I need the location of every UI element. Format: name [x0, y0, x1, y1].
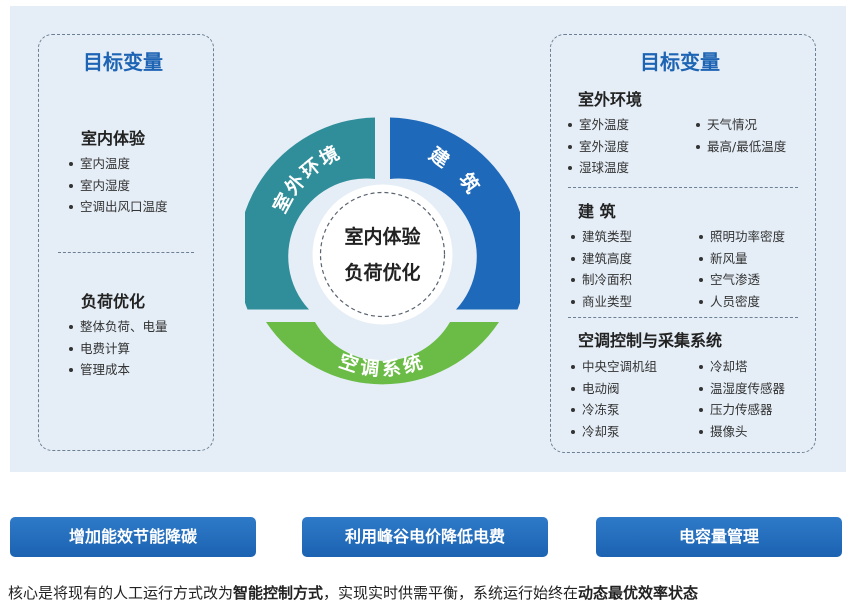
- building-list-col1: 建筑类型 建筑高度 制冷面积 商业类型: [568, 226, 632, 312]
- energy-saving-button: 增加能效节能降碳: [10, 517, 256, 557]
- building-list-col2: 照明功率密度 新风量 空气渗透 人员密度: [696, 226, 785, 312]
- list-item: 电动阀: [568, 378, 657, 400]
- hvac-list-col1: 中央空调机组 电动阀 冷冻泵 冷却泵: [568, 356, 657, 442]
- list-item: 管理成本: [66, 359, 168, 381]
- list-item: 制冷面积: [568, 269, 632, 291]
- peak-valley-pricing-button: 利用峰谷电价降低电费: [302, 517, 548, 557]
- list-item: 冷却塔: [696, 356, 785, 378]
- outdoor-environment-segment: [245, 117, 375, 310]
- list-item: 室内湿度: [66, 175, 168, 197]
- list-item: 空气渗透: [696, 269, 785, 291]
- outdoor-environment-title: 室外环境: [578, 90, 643, 109]
- list-item: 温湿度传感器: [696, 378, 785, 400]
- list-item: 冷却泵: [568, 421, 657, 443]
- building-segment: [390, 117, 520, 310]
- list-item: 空调出风口温度: [66, 196, 168, 218]
- center-load-optimization-text: 负荷优化: [344, 261, 420, 284]
- left-box-title: 目标变量: [83, 50, 163, 74]
- list-item: 摄像头: [696, 421, 785, 443]
- list-item: 整体负荷、电量: [66, 316, 168, 338]
- list-item: 建筑高度: [568, 248, 632, 270]
- list-item: 电费计算: [66, 338, 168, 360]
- list-item: 商业类型: [568, 291, 632, 313]
- hvac-system-segment: [266, 322, 499, 385]
- list-item: 人员密度: [696, 291, 785, 313]
- load-optimization-list: 整体负荷、电量 电费计算 管理成本: [66, 316, 168, 381]
- list-item: 室外湿度: [565, 136, 629, 158]
- list-item: 最高/最低温度: [693, 136, 786, 158]
- footer-text-2: ，实现实时供需平衡，系统运行始终在: [323, 584, 579, 602]
- center-dashed-circle: [319, 191, 446, 318]
- load-optimization-title: 负荷优化: [81, 292, 146, 311]
- outdoor-list-col2: 天气情况 最高/最低温度: [693, 114, 786, 157]
- list-item: 照明功率密度: [696, 226, 785, 248]
- hvac-list-col2: 冷却塔 温湿度传感器 压力传感器 摄像头: [696, 356, 785, 442]
- left-target-variables-box: [38, 34, 214, 451]
- indoor-experience-list: 室内温度 室内湿度 空调出风口温度: [66, 153, 168, 218]
- list-item: 湿球温度: [565, 157, 629, 179]
- list-item: 室内温度: [66, 153, 168, 175]
- footer-summary: 核心是将现有的人工运行方式改为智能控制方式，实现实时供需平衡，系统运行始终在动态…: [8, 582, 698, 603]
- list-item: 建筑类型: [568, 226, 632, 248]
- list-item: 新风量: [696, 248, 785, 270]
- right-target-variables-box: [550, 34, 816, 453]
- footer-text-1: 核心是将现有的人工运行方式改为: [8, 584, 234, 602]
- right-box-divider-1: [568, 187, 798, 188]
- center-hole: [312, 184, 453, 325]
- list-item: 压力传感器: [696, 399, 785, 421]
- system-ring-diagram: 室外环境 建筑 空调系统 室内体验 负荷优化: [245, 117, 520, 385]
- list-item: 中央空调机组: [568, 356, 657, 378]
- hvac-control-title: 空调控制与采集系统: [578, 331, 723, 350]
- footer-bold-2: 动态最优效率状态: [578, 584, 699, 602]
- left-box-divider: [58, 252, 194, 253]
- capacity-management-button: 电容量管理: [596, 517, 842, 557]
- right-box-divider-2: [568, 317, 798, 318]
- list-item: 冷冻泵: [568, 399, 657, 421]
- building-title: 建 筑: [578, 202, 616, 221]
- footer-bold-1: 智能控制方式: [233, 584, 324, 602]
- center-indoor-experience-text: 室内体验: [344, 225, 421, 248]
- list-item: 天气情况: [693, 114, 786, 136]
- right-box-title: 目标变量: [640, 50, 720, 74]
- outdoor-list-col1: 室外温度 室外湿度 湿球温度: [565, 114, 629, 179]
- indoor-experience-title: 室内体验: [81, 129, 146, 148]
- list-item: 室外温度: [565, 114, 629, 136]
